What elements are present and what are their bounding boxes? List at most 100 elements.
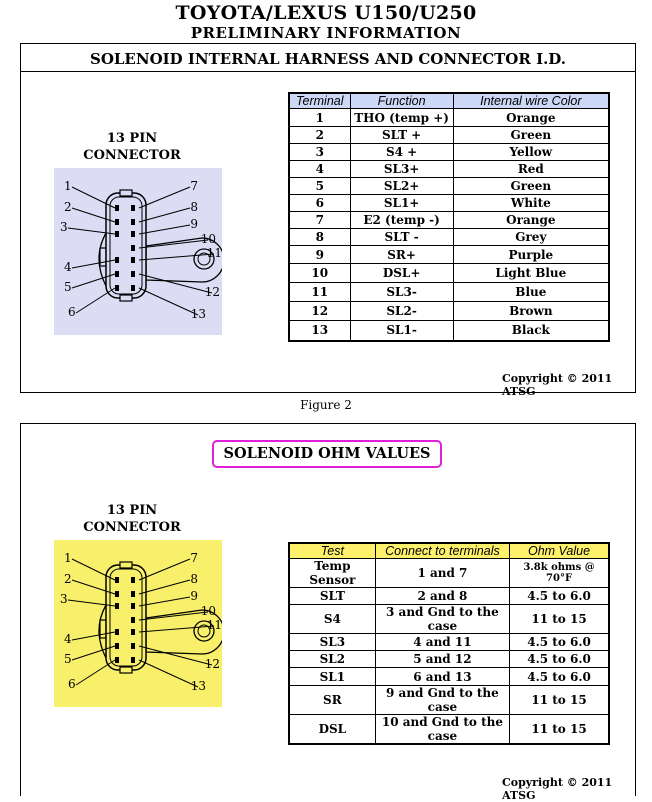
pin-label: 2 — [64, 200, 72, 214]
pin-slot — [115, 591, 119, 597]
pin-label: 3 — [60, 220, 68, 234]
pin-slot — [115, 257, 119, 263]
ohm-cell: 5 and 12 — [374, 650, 511, 668]
harness-cell: Orange — [452, 108, 610, 127]
pin-slot — [115, 629, 119, 635]
copyright-2: Copyright © 2011 ATSG — [502, 776, 613, 802]
harness-cell: 7 — [288, 211, 351, 229]
ohm-cell: 1 and 7 — [374, 558, 511, 588]
connector-body-inner — [109, 568, 143, 667]
harness-cell: SL1- — [349, 320, 454, 341]
harness-cell: White — [452, 194, 610, 212]
pin-slot — [131, 285, 135, 291]
harness-cell: Blue — [452, 282, 610, 302]
pin-slot — [131, 257, 135, 263]
pin-label: 13 — [191, 679, 206, 693]
harness-cell: 2 — [288, 126, 351, 144]
mount-hole — [193, 248, 215, 270]
pin-label: 9 — [190, 589, 198, 603]
side-clip — [98, 604, 107, 659]
connector-label-line1: 13 PIN — [106, 131, 158, 146]
harness-header-0: Terminal — [288, 92, 351, 109]
harness-cell: Brown — [452, 301, 610, 321]
connector-body — [105, 564, 147, 671]
ohm-cell: Temp Sensor — [288, 558, 376, 588]
pin-leader-line — [71, 259, 116, 269]
connector-key-top — [119, 189, 133, 197]
pin-label: 11 — [207, 618, 222, 632]
pin-label: 4 — [64, 632, 72, 646]
pin-slot — [115, 271, 119, 277]
ohm-cell: SR — [288, 685, 376, 715]
harness-cell: SL3- — [349, 282, 454, 302]
pin-slot — [115, 577, 119, 583]
pin-label: 1 — [64, 551, 72, 565]
harness-cell: THO (temp +) — [349, 108, 454, 127]
pin-label: 6 — [68, 677, 76, 691]
harness-cell: SLT + — [349, 126, 454, 144]
harness-cell: SLT - — [349, 228, 454, 246]
page-title: TOYOTA/LEXUS U150/U250 — [175, 2, 477, 24]
ohm-cell: SL2 — [288, 650, 376, 668]
harness-heading: SOLENOID INTERNAL HARNESS AND CONNECTOR … — [89, 50, 566, 68]
connector-label-line2: CONNECTOR — [83, 148, 181, 163]
ohm-cell: 4.5 to 6.0 — [509, 667, 610, 686]
pin-slot — [131, 271, 135, 277]
pin-leader-line — [67, 227, 116, 235]
pin-leader-line — [71, 558, 116, 581]
mount-hole-inner — [197, 252, 211, 266]
pin-leader-line — [138, 625, 215, 633]
pin-slot — [131, 629, 135, 635]
connector-key-bottom — [119, 294, 133, 302]
ohm-header-2: Ohm Value — [509, 542, 610, 559]
ohm-cell: SL3 — [288, 633, 376, 651]
pin-slot — [131, 657, 135, 663]
pin-leader-line — [138, 645, 213, 666]
connector-label-line2: CONNECTOR — [83, 520, 181, 535]
ohm-cell: 4.5 to 6.0 — [509, 650, 610, 668]
pin-slot — [131, 231, 135, 237]
harness-cell: 5 — [288, 177, 351, 195]
connector-label-line1: 13 PIN — [106, 503, 158, 518]
pin-label: 3 — [60, 592, 68, 606]
copyright-1: Copyright © 2011 ATSG — [502, 372, 613, 398]
harness-cell: 1 — [288, 108, 351, 127]
harness-cell: Red — [452, 160, 610, 178]
pin-label: 12 — [205, 285, 220, 299]
pin-leader-line — [71, 207, 116, 223]
connector-body — [105, 192, 147, 299]
pin-leader-line — [138, 596, 191, 607]
pin-label: 9 — [190, 217, 198, 231]
ohm-cell: SL1 — [288, 667, 376, 686]
harness-cell: 12 — [288, 301, 351, 321]
pin-slot — [115, 219, 119, 225]
pin-label: 11 — [207, 246, 222, 260]
page-subtitle: PRELIMINARY INFORMATION — [190, 24, 462, 42]
connector-label-2: 13 PIN CONNECTOR — [77, 502, 187, 536]
pin-slot — [115, 285, 119, 291]
pin-leader-line — [67, 599, 116, 607]
ohm-cell: DSL — [288, 714, 376, 745]
pin-label: 13 — [191, 307, 206, 321]
ohm-cell: 4.5 to 6.0 — [509, 633, 610, 651]
harness-cell: S4 + — [349, 143, 454, 161]
pin-label: 12 — [205, 657, 220, 671]
pin-leader-line — [138, 224, 191, 235]
pin-slot — [131, 577, 135, 583]
